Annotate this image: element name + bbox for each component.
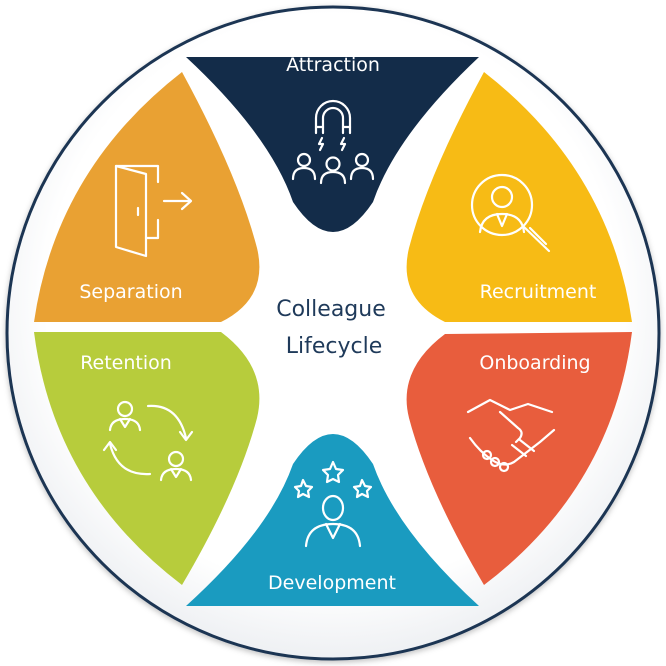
label-separation: Separation	[79, 281, 182, 303]
center-title-line1: Colleague	[276, 297, 386, 322]
handshake-icon	[466, 398, 556, 473]
label-recruitment: Recruitment	[480, 281, 597, 303]
people-cycle-icon	[102, 400, 194, 482]
label-attraction: Attraction	[286, 54, 380, 76]
segment-retention[interactable]	[34, 332, 260, 585]
segment-recruitment[interactable]	[406, 72, 632, 322]
magnifier-person-icon	[470, 173, 551, 253]
magnet-people-icon	[291, 99, 375, 185]
segment-attraction[interactable]	[186, 57, 479, 232]
exit-door-icon	[114, 164, 193, 258]
label-retention: Retention	[80, 352, 172, 374]
label-onboarding: Onboarding	[479, 352, 590, 374]
center-title-line2: Lifecycle	[286, 334, 383, 359]
person-stars-icon	[293, 460, 373, 548]
label-development: Development	[268, 572, 396, 594]
